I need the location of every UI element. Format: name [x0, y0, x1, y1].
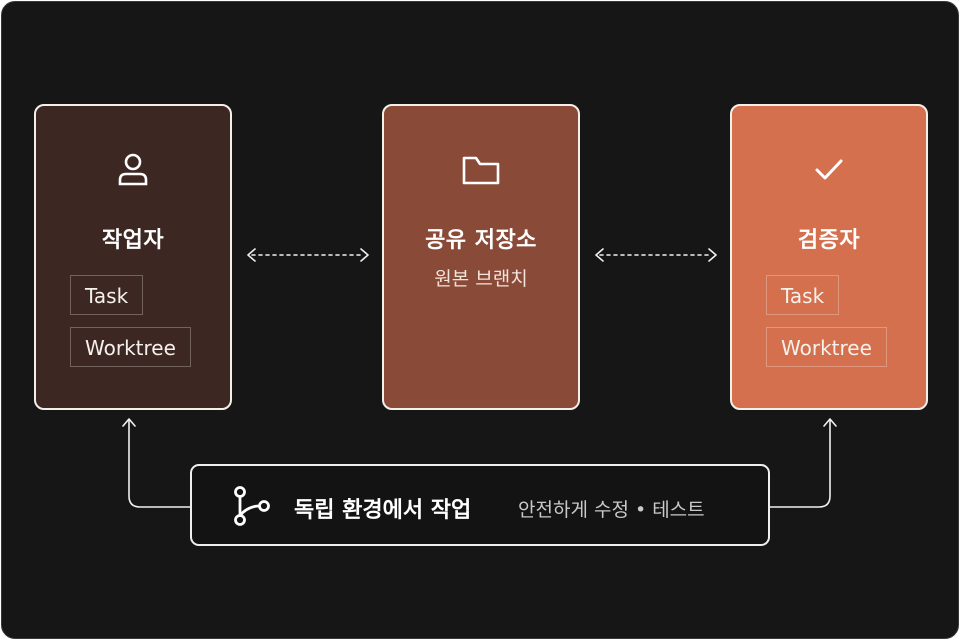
repo-title: 공유 저장소 — [425, 228, 537, 253]
verifier-task-tag: Task — [766, 275, 840, 315]
bar-title: 독립 환경에서 작업 — [294, 498, 472, 523]
verifier-card: 검증자 Task Worktree — [730, 104, 928, 410]
repo-subtitle: 원본 브랜치 — [434, 268, 528, 290]
bar-subtitle: 안전하게 수정 • 테스트 — [518, 499, 705, 521]
worker-card: 작업자 Task Worktree — [34, 104, 232, 410]
elbow-arrow-verifier — [769, 419, 831, 508]
verifier-worktree-tag: Worktree — [766, 327, 887, 367]
worker-worktree-tag: Worktree — [70, 327, 191, 367]
isolated-env-bar: 독립 환경에서 작업 안전하게 수정 • 테스트 — [190, 464, 770, 546]
shared-repo-card: 공유 저장소 원본 브랜치 — [382, 104, 580, 410]
verifier-title: 검증자 — [797, 228, 861, 253]
git-branch-icon — [234, 486, 270, 526]
elbow-arrow-worker — [128, 419, 191, 508]
folder-icon — [462, 156, 500, 185]
worker-task-tag: Task — [70, 275, 144, 315]
worker-title: 작업자 — [101, 228, 165, 253]
user-icon — [118, 153, 148, 186]
check-icon — [815, 159, 843, 180]
